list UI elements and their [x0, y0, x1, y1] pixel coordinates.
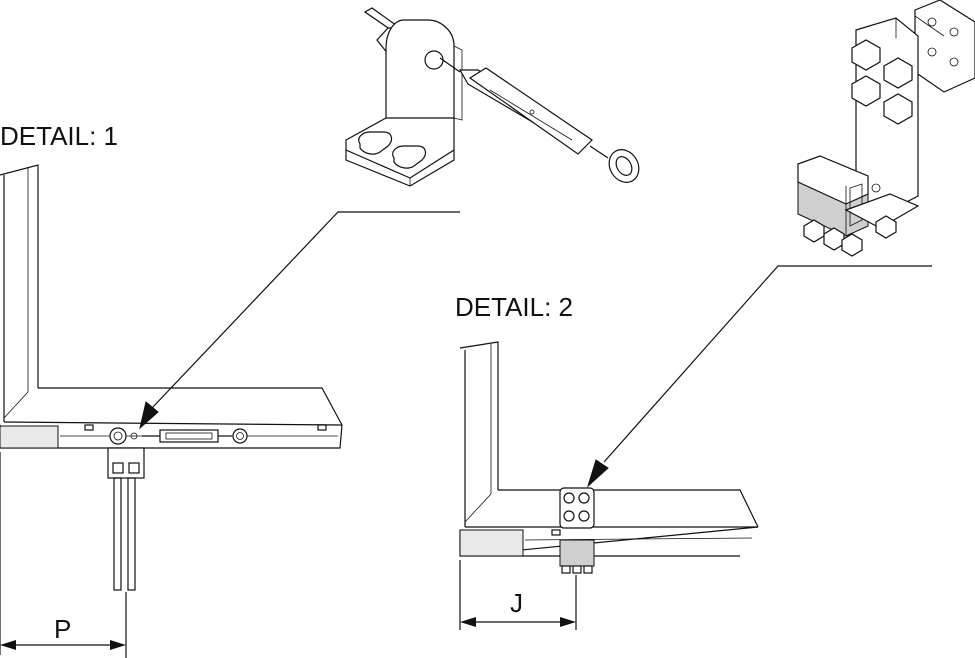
dimension-j-label: J	[510, 588, 523, 618]
detail-1-isometric-bracket	[345, 7, 640, 187]
detail-1-label: DETAIL: 1	[0, 121, 118, 151]
dimension-p-label: P	[54, 614, 71, 644]
detail-2-leader	[586, 265, 932, 488]
dimension-j	[459, 560, 577, 630]
detail-1-frame	[0, 164, 343, 449]
dimension-p	[0, 452, 127, 658]
detail-2-bracket	[559, 487, 595, 574]
detail-1-bracket	[107, 447, 145, 591]
detail-1-leader	[139, 211, 460, 430]
detail-2-isometric-bracket	[797, 0, 975, 257]
detail-2-label: DETAIL: 2	[455, 292, 573, 322]
detail-2-frame	[459, 341, 759, 557]
detail-1-turnbuckle	[109, 427, 248, 445]
